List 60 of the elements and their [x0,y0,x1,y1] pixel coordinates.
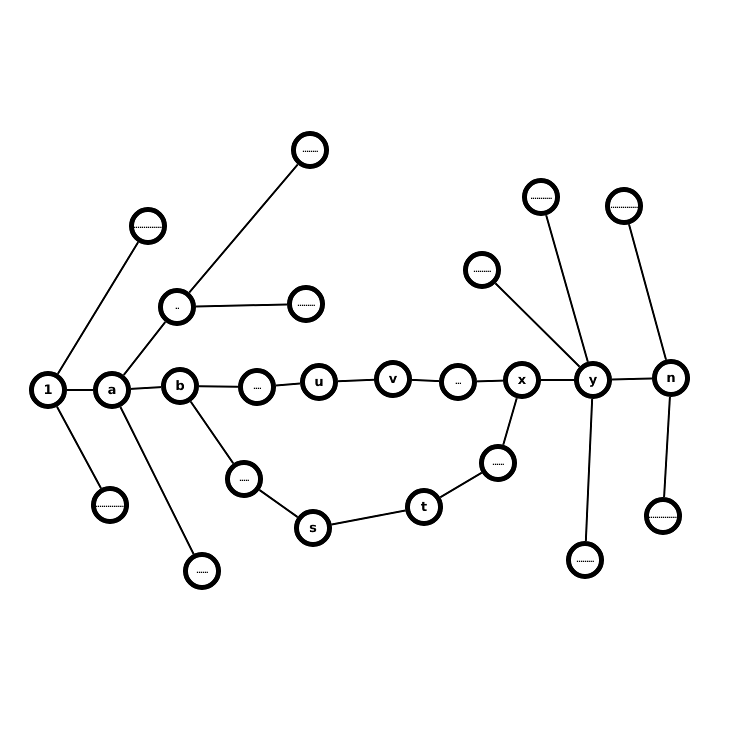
connector-line [628,224,667,360]
node-label: v [388,372,398,386]
node-label: x [518,374,526,386]
connector-line [338,378,374,382]
connector-line [545,215,589,362]
node-label: a [108,384,116,396]
connector-line [57,242,139,374]
connector-line [198,385,238,388]
circle-node [439,363,477,401]
circle-node [300,363,338,401]
circle-node [374,360,412,398]
connector-line [67,389,93,391]
circle-node [91,486,129,524]
circle-node [161,367,199,405]
circle-node [652,359,690,397]
node-label: n [666,372,676,384]
circle-node [291,131,329,169]
circle-node [644,497,682,535]
circle-node [183,552,221,590]
circle-node [566,541,604,579]
connector-line [56,406,102,489]
circle-node [479,444,517,482]
circle-node [158,288,196,326]
node-label: y [588,374,598,386]
connector-line [584,398,594,542]
node-label: b [175,380,185,392]
connector-line [258,489,298,518]
connector-line [196,303,288,308]
circle-node [287,285,325,323]
connector-line [476,380,504,382]
connector-line [122,321,166,376]
circle-node [29,371,67,409]
connector-line [612,377,652,381]
circle-node [129,207,167,245]
connector-line [120,406,194,554]
node-label: s [309,522,317,534]
connector-line [541,379,574,381]
connector-line [331,510,406,526]
circle-node [225,460,263,498]
connector-line [494,282,580,368]
connector-line [130,386,162,390]
connector-line [502,398,518,446]
node-label: 1 [43,384,53,396]
connector-line [412,378,440,382]
circle-node [238,368,276,406]
node-label: t [420,500,428,514]
circle-node [405,488,443,526]
circle-node [574,361,612,399]
circle-node [463,251,501,289]
circle-node [294,509,332,547]
connector-line [188,164,298,294]
connector-line [190,401,234,464]
circle-node [503,361,541,399]
circle-node [93,371,131,409]
connector-line [663,396,671,498]
circle-node [605,187,643,225]
circle-node [522,178,560,216]
connector-line [276,382,300,386]
node-label: u [314,376,324,388]
connector-line [440,472,482,498]
